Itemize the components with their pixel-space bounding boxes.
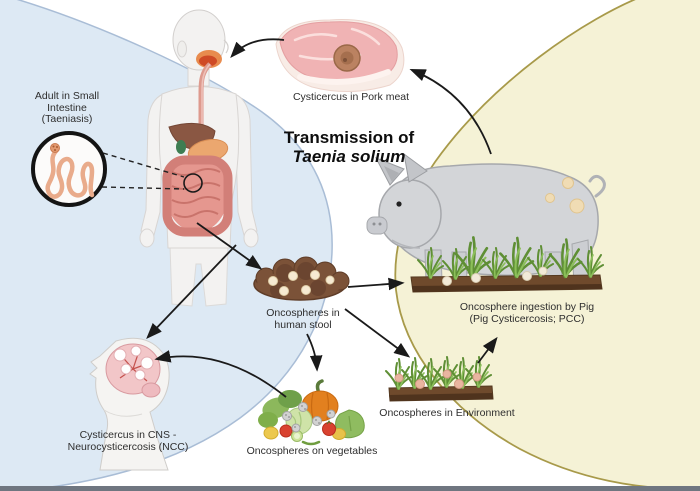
pork-meat-icon [275,19,405,93]
environment-grass-icon [385,356,494,402]
label-adult-small-intestine: Adult in Small Intestine (Taeniasis) [34,90,100,125]
arrow-stool-to-environment [344,308,411,358]
human-figure-icon [139,9,259,307]
arrow-pig-to-pork [409,68,492,155]
arrow-environment-to-pig [477,336,498,364]
arrow-human-to-stool [196,222,263,270]
tapeworm-magnifier-icon [31,131,185,207]
arrow-human-to-brain [146,244,237,339]
label-oncosphere-ingestion-pig: Oncosphere ingestion by Pig (Pig Cystice… [459,301,595,325]
arrow-pork-to-mouth [230,38,285,59]
label-cysticercus-pork: Cysticercus in Pork meat [292,91,410,103]
vegetables-icon [258,379,365,446]
label-cysticercus-cns: Cysticercus in CNS - Neurocysticercosis … [67,429,189,453]
label-oncospheres-vegetables: Oncospheres on vegetables [246,445,378,457]
stool-icon [253,256,350,301]
page-title: Transmission of Taenia solium [283,128,415,166]
pig-pasture-icon [410,236,604,293]
arrow-stool-to-pig-soil [347,277,405,291]
arrow-stool-to-vegetables [306,333,323,372]
bottom-edge-bar [0,486,700,491]
label-oncospheres-human-stool: Oncospheres in human stool [266,307,340,331]
ncc-brain-icon [89,337,170,471]
arrow-vegetables-to-brain [154,350,287,398]
label-oncospheres-environment: Oncospheres in Environment [379,407,515,419]
